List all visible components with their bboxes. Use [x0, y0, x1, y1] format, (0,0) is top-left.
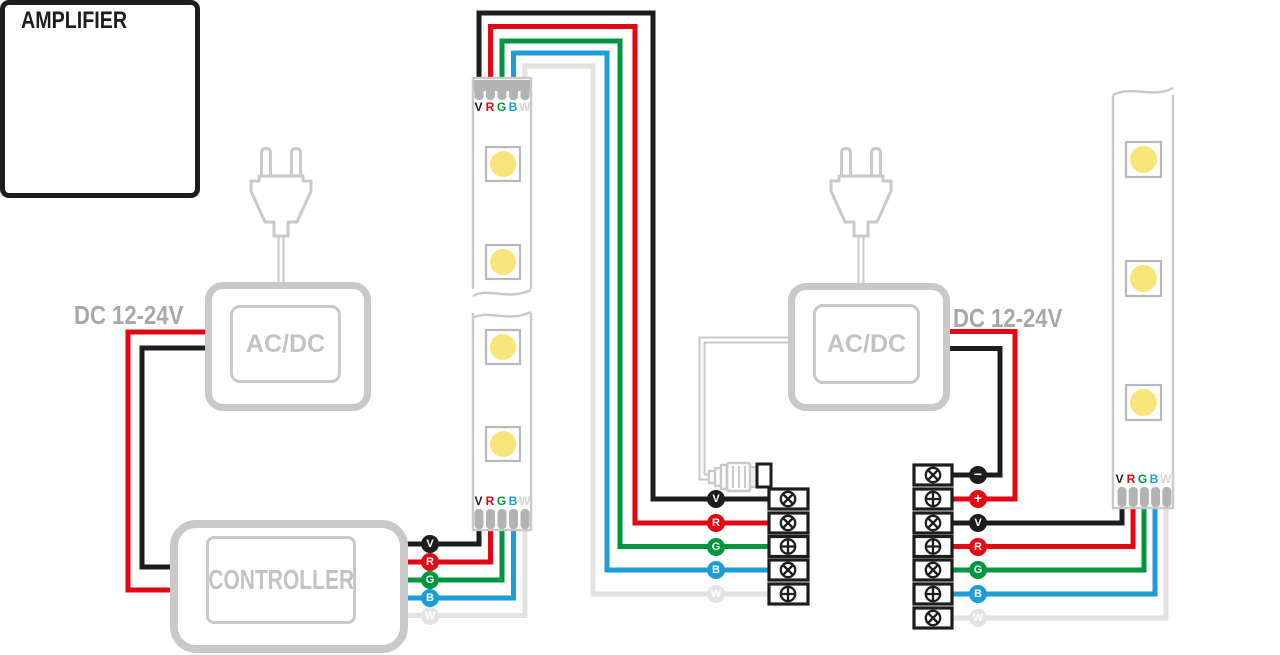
pin-label-w: W	[519, 100, 531, 114]
strip-cut-wave-top	[1112, 86, 1174, 97]
wire-badge-w: W	[421, 606, 439, 625]
wire-w-strip-amplifier	[522, 63, 780, 597]
pin-label-b: B	[508, 494, 518, 508]
led-chips-right	[1124, 140, 1163, 422]
strip-break-wave-top	[472, 288, 532, 298]
wire-g-amplifier-strip	[950, 506, 1147, 573]
led-strip-right	[1110, 84, 1176, 510]
amplifier-input-terminals	[767, 487, 810, 606]
wire-b-strip-amplifier	[511, 50, 780, 573]
pin-label-v: V	[474, 494, 483, 508]
wire-b-amplifier-strip	[950, 506, 1158, 597]
pin-label-w: W	[519, 494, 531, 508]
wire-r-strip-amplifier	[488, 24, 780, 526]
wire-red-psu-controller	[125, 329, 206, 593]
acdc-adapter-right: AC/DC	[788, 283, 950, 411]
pin-label-r: R	[485, 494, 495, 508]
strip-pin-labels-right: V R G B W	[1114, 472, 1171, 486]
led-strip-middle	[470, 76, 534, 532]
wire-badge-v: V	[707, 490, 725, 508]
pin-label-g: G	[1137, 472, 1148, 486]
pin-label-w: W	[1160, 472, 1172, 486]
dc-voltage-label-right: DC 12-24V	[953, 303, 1063, 333]
wire-badge-w: W	[707, 585, 725, 603]
terminal-screws	[779, 466, 942, 627]
controller-label: CONTROLLER	[206, 536, 356, 624]
wire-badge-minus: −	[969, 466, 987, 484]
wire-v-amplifier-strip	[950, 506, 1125, 526]
strip-pin-labels-middle-top: V R G B W	[473, 100, 530, 114]
led-chips	[484, 145, 522, 463]
strip-pin-labels-middle-bottom: V R G B W	[473, 494, 530, 508]
pin-label-r: R	[485, 100, 495, 114]
strip-right-pins	[1117, 487, 1172, 507]
pin-label-g: G	[496, 100, 507, 114]
pin-label-v: V	[474, 100, 483, 114]
wire-badge-r: R	[707, 514, 725, 532]
wire-badge-g: G	[421, 571, 439, 589]
wire-badge-g: G	[707, 537, 725, 556]
acdc-right-label: AC/DC	[813, 304, 920, 384]
wire-badge-b: B	[421, 589, 439, 607]
wire-r-amplifier-strip	[950, 506, 1136, 549]
pin-label-g: G	[496, 494, 507, 508]
wire-badge-g: G	[969, 561, 987, 579]
amplifier-box: AMPLIFIER	[0, 0, 200, 198]
barrel-plug	[707, 461, 761, 493]
wire-badge-b: B	[707, 561, 725, 579]
strip-top-pins	[474, 86, 530, 100]
wire-w-amplifier-strip	[950, 506, 1169, 621]
dc-voltage-label-left: DC 12-24V	[74, 300, 184, 330]
pin-label-v: V	[1115, 472, 1124, 486]
wire-badge-v: V	[421, 535, 439, 553]
controller-box: CONTROLLER	[170, 520, 408, 653]
pin-label-r: R	[1126, 472, 1136, 486]
wire-v-strip-amplifier	[476, 10, 780, 502]
strip-break-wave-bottom	[472, 310, 532, 320]
wire-g-strip-amplifier	[499, 38, 780, 549]
wire-badge-r: R	[969, 537, 987, 556]
wire-black-psu-controller	[139, 345, 206, 570]
strip-bottom-pins	[474, 509, 530, 529]
acdc-left-label: AC/DC	[230, 305, 341, 383]
wire-badge-plus: +	[969, 490, 987, 508]
acdc-adapter-left: AC/DC	[205, 282, 371, 411]
pin-label-b: B	[1149, 472, 1159, 486]
wire-badge-w: W	[969, 609, 987, 627]
amplifier-label: AMPLIFIER	[21, 7, 128, 34]
dc-socket	[755, 462, 773, 489]
pin-label-b: B	[508, 100, 518, 114]
wire-badge-v: V	[969, 514, 987, 532]
wire-badge-b: B	[969, 585, 987, 603]
wire-badge-r: R	[421, 553, 439, 571]
strip-connector-block	[474, 80, 530, 91]
